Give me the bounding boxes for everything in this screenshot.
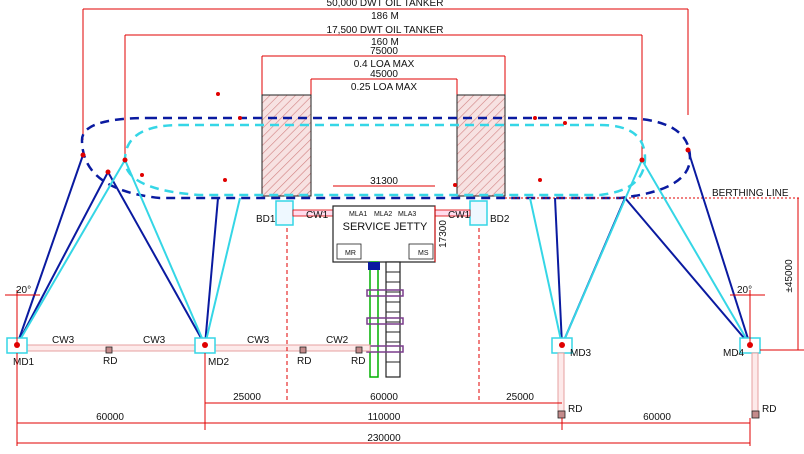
md1-label: MD1 [13, 357, 35, 368]
mooring-dolphins [6, 337, 761, 354]
dim-25000-right: 25000 [506, 392, 534, 403]
cw3-a-label: CW3 [52, 335, 75, 346]
mr-label: MR [345, 250, 356, 257]
ms-label: MS [418, 250, 429, 257]
bd1-structure [275, 200, 294, 226]
small-tanker-name: 17,500 DWT OIL TANKER [327, 25, 444, 36]
berthing-line-label: BERTHING LINE [712, 188, 789, 199]
mla2-label: MLA2 [374, 211, 392, 218]
top-dimension-lines [82, 8, 689, 160]
large-tanker-outline [80, 116, 692, 200]
rd2-marker [299, 346, 307, 354]
bd2-label: BD2 [490, 214, 510, 225]
mr-building [336, 243, 362, 260]
rd5-label: RD [762, 404, 776, 415]
large-tanker-name: 50,000 DWT OIL TANKER [327, 0, 444, 9]
dim-110000: 110000 [368, 412, 401, 423]
dim-60000-left: 60000 [96, 412, 124, 423]
jetty-axis-lines [286, 228, 480, 400]
rd1-marker [105, 346, 113, 354]
dim-45000-vertical: ±45000 [784, 259, 795, 293]
right-vertical-dimension [760, 198, 804, 351]
breasting-dolphin-area-left [261, 94, 312, 197]
dim-loa-025: 0.25 LOA MAX [351, 82, 417, 93]
angle-left-label: 20° [16, 285, 31, 296]
bottom-dimension-lines [16, 353, 751, 446]
rd4-label: RD [568, 404, 582, 415]
mla1-label: MLA1 [349, 211, 367, 218]
rd3-label: RD [351, 356, 365, 367]
cw2-label: CW2 [326, 335, 349, 346]
large-tanker-length: 186 M [371, 11, 399, 22]
angle-right-label: 20° [737, 285, 752, 296]
dim-loa-04: 0.4 LOA MAX [354, 59, 415, 70]
cw1-right-label: CW1 [448, 210, 471, 221]
dim-31300: 31300 [370, 176, 398, 187]
rd4-marker [557, 410, 566, 419]
bd1-label: BD1 [256, 214, 276, 225]
bd2-structure [469, 200, 488, 226]
mla3-label: MLA3 [398, 211, 416, 218]
breasting-dolphin-area-right [456, 94, 506, 197]
access-trestle [366, 261, 404, 378]
md4-rd-walkway [751, 352, 759, 412]
ms-building [408, 243, 434, 260]
rd3-marker [355, 346, 363, 354]
cw3-c-label: CW3 [247, 335, 270, 346]
mooring-lines-cyan [16, 159, 751, 346]
md3-rd-walkway [557, 352, 565, 412]
cw3-b-label: CW3 [143, 335, 166, 346]
small-tanker-length: 160 M [371, 37, 399, 48]
dim-17300: 17300 [438, 220, 449, 248]
rd5-marker [751, 410, 760, 419]
tanker-markers [80, 92, 691, 187]
rd1-label: RD [103, 356, 117, 367]
rd2-label: RD [297, 356, 311, 367]
service-jetty-label: SERVICE JETTY [343, 221, 428, 233]
dim-25000-left: 25000 [233, 392, 261, 403]
dim-45000: 45000 [370, 69, 398, 80]
dim-60000-right: 60000 [643, 412, 671, 423]
md3-label: MD3 [570, 348, 592, 359]
cw1-left-label: CW1 [306, 210, 329, 221]
small-tanker-outline [123, 123, 647, 197]
dim-60000-center: 60000 [370, 392, 398, 403]
md4-label: MD4 [723, 348, 745, 359]
dim-230000: 230000 [367, 433, 401, 444]
dim-75000: 75000 [370, 46, 398, 57]
md2-label: MD2 [208, 357, 230, 368]
angle-markers [5, 290, 765, 345]
